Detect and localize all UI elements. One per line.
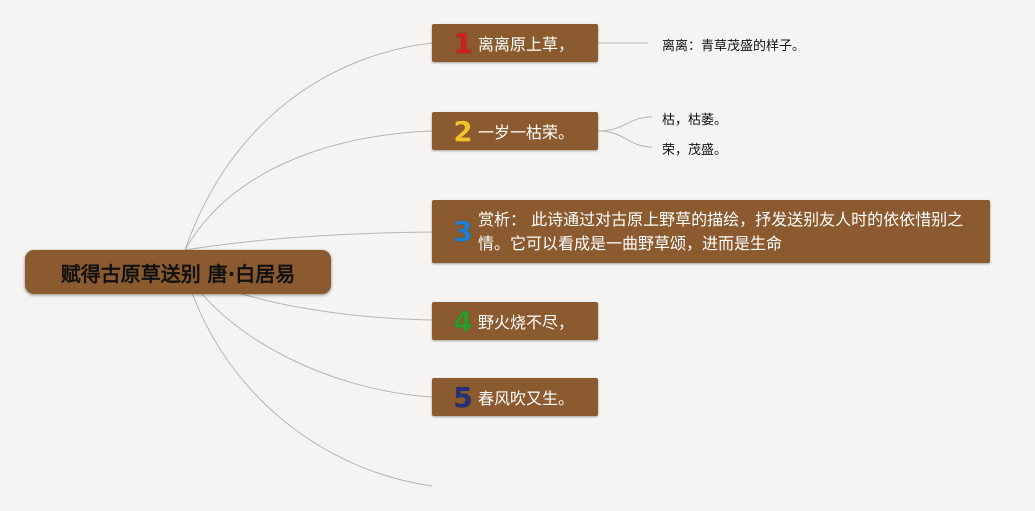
root-node[interactable]: 赋得古原草送别 唐·白居易 (25, 250, 331, 294)
leaf-note-2[interactable]: 枯，枯萎。 (662, 113, 728, 128)
link-branch-2-leaf-1 (597, 116, 653, 132)
leaf-note-1[interactable]: 离离：青草茂盛的样子。 (662, 39, 806, 54)
branch-label-1: 离离原上草， (478, 35, 575, 54)
branch-label-5: 春风吹又生。 (478, 389, 575, 408)
branch-number-3: 3 (453, 215, 473, 248)
branch-node-4[interactable]: 4 野火烧不尽， (432, 302, 598, 340)
branch-number-4: 4 (453, 304, 473, 338)
branch-node-3[interactable]: 3 赏析： 此诗通过对古原上野草的描绘，抒发送别友人时的依依惜别之情。它可以看成… (432, 200, 990, 263)
link-branch-2-leaf-2 (597, 130, 653, 148)
branch-number-1: 1 (453, 26, 473, 60)
branch-label-4: 野火烧不尽， (478, 313, 575, 332)
branch-node-2[interactable]: 2 一岁一枯荣。 (432, 112, 598, 150)
link-root-branch-1 (184, 42, 433, 251)
root-title: 赋得古原草送别 唐·白居易 (60, 261, 296, 286)
leaf-note-3[interactable]: 荣，茂盛。 (662, 143, 728, 158)
link-root-branch-3 (184, 231, 433, 251)
link-root-extra (184, 271, 433, 487)
branch-number-5: 5 (453, 380, 473, 414)
link-root-branch-2 (184, 130, 433, 251)
branch-number-2: 2 (453, 114, 473, 148)
branch-node-5[interactable]: 5 春风吹又生。 (432, 378, 598, 416)
branch-node-1[interactable]: 1 离离原上草， (432, 24, 598, 62)
branch-label-2: 一岁一枯荣。 (478, 123, 575, 142)
branch-label-3: 赏析： 此诗通过对古原上野草的描绘，抒发送别友人时的依依惜别之情。它可以看成是一… (478, 209, 964, 253)
